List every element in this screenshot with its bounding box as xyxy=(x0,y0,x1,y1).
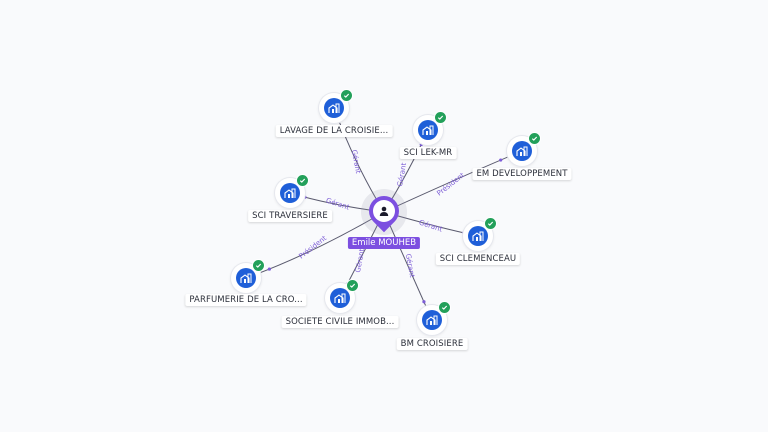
company-name-label[interactable]: BM CROISIERE xyxy=(396,338,468,350)
relation-arrow xyxy=(422,300,426,304)
relation-arrow xyxy=(267,267,271,271)
company-circle[interactable] xyxy=(325,279,359,313)
company-circle[interactable] xyxy=(413,111,447,145)
company-name-label[interactable]: SCI LEK-MR xyxy=(399,147,457,159)
building-icon xyxy=(512,141,532,161)
company-circle[interactable] xyxy=(231,259,265,293)
relation-label: Gérant xyxy=(350,149,362,174)
relation-edge xyxy=(245,211,385,279)
building-icon xyxy=(422,310,442,330)
verified-check-icon xyxy=(340,89,353,102)
relation-label: Gérant xyxy=(418,219,444,234)
relation-label: Président xyxy=(435,171,466,198)
verified-check-icon xyxy=(438,301,451,314)
verified-check-icon xyxy=(528,132,541,145)
verified-check-icon xyxy=(296,174,309,187)
company-name-label[interactable]: SCI CLEMENCEAU xyxy=(435,253,521,265)
relation-label: Président xyxy=(297,234,328,261)
company-name-label[interactable]: EM DEVELOPPEMENT xyxy=(472,168,572,180)
building-icon xyxy=(236,268,256,288)
person-name-label[interactable]: Emile MOUHEB xyxy=(347,237,421,249)
user-icon xyxy=(373,200,395,222)
company-name-label[interactable]: SOCIETE CIVILE IMMOB... xyxy=(281,316,399,328)
company-circle[interactable] xyxy=(417,301,451,335)
company-circle[interactable] xyxy=(463,217,497,251)
verified-check-icon xyxy=(484,217,497,230)
building-icon xyxy=(330,288,350,308)
verified-check-icon xyxy=(252,259,265,272)
verified-check-icon xyxy=(434,111,447,124)
building-icon xyxy=(324,98,344,118)
relation-label: Gérant xyxy=(354,248,366,273)
building-icon xyxy=(468,226,488,246)
company-name-label[interactable]: LAVAGE DE LA CROISIE... xyxy=(275,125,393,137)
relation-label: Gérant xyxy=(404,253,416,278)
company-name-label[interactable]: SCI TRAVERSIERE xyxy=(248,210,332,222)
company-name-label[interactable]: PARFUMERIE DE LA CRO... xyxy=(185,294,307,306)
company-circle[interactable] xyxy=(319,89,353,123)
verified-check-icon xyxy=(346,279,359,292)
building-icon xyxy=(280,183,300,203)
relation-arrow xyxy=(499,158,503,162)
company-circle[interactable] xyxy=(275,174,309,208)
building-icon xyxy=(418,120,438,140)
company-circle[interactable] xyxy=(507,132,541,166)
